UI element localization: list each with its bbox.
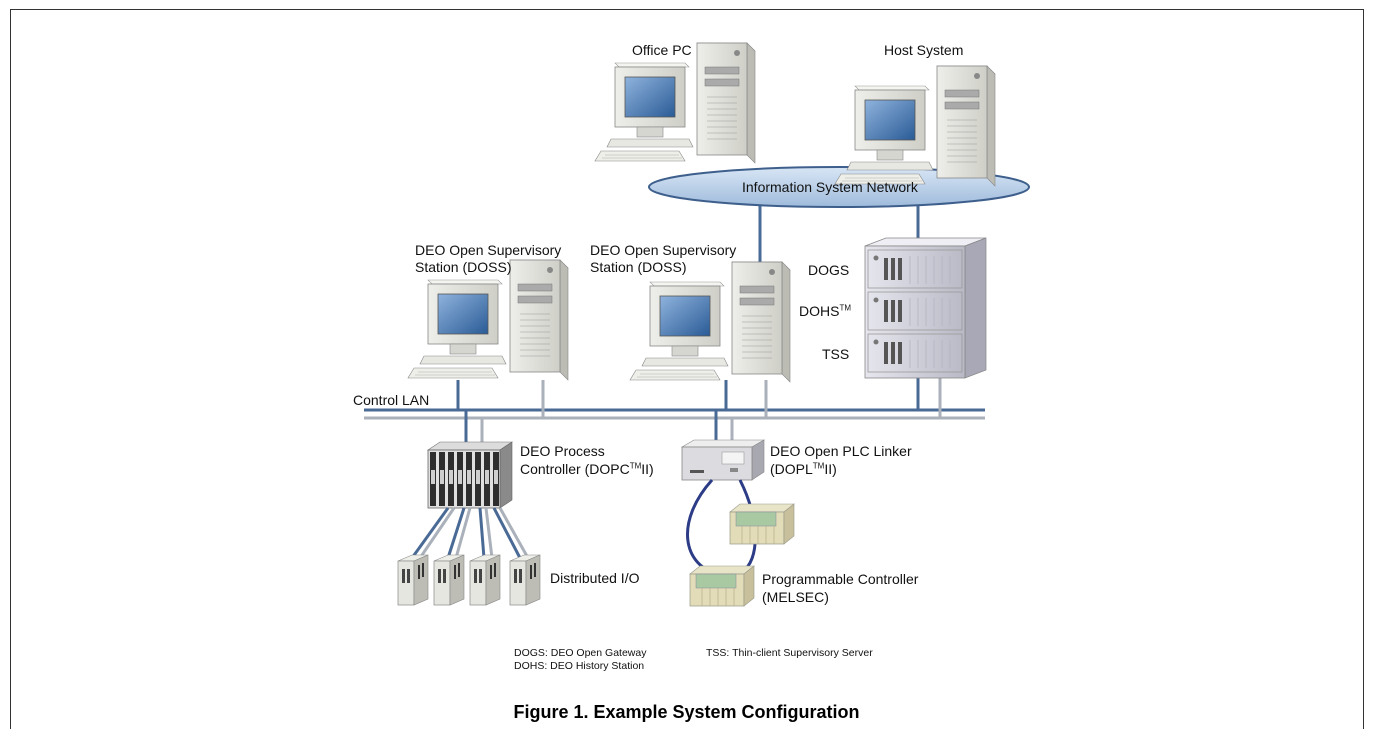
dogs-label: DOGS [808,262,850,278]
controller-rack-icon [427,441,513,509]
information-system-network [648,166,1030,208]
io-cables [410,507,530,559]
info-network-label: Information System Network [742,179,918,195]
host-system-icon [834,65,996,187]
plc-linker-icon [680,439,766,481]
office-pc-icon [594,42,756,164]
tss-label: TSS [822,346,850,362]
io-module-icon [433,554,465,606]
plc-unit-icon [689,565,755,607]
legend-dohs: DOHS: DEO History Station [514,660,645,672]
host-system-label: Host System [884,42,964,58]
io-module-icon [509,554,541,606]
figure-caption: Figure 1. Example System Configuration [513,702,860,722]
dohs-label: DOHSTM [799,303,852,319]
distributed-io-label: Distributed I/O [550,570,640,586]
control-lan-label: Control LAN [353,392,430,408]
legend-dogs: DOGS: DEO Open Gateway [514,647,647,659]
office-pc-label: Office PC [632,42,692,58]
plc-unit-icon [729,503,795,545]
doss-mid-icon [629,261,791,383]
figure-frame [10,9,1364,729]
doss-left-icon [407,259,569,381]
io-module-icon [397,554,429,606]
server-rack-icon [864,237,987,379]
io-module-icon [469,554,501,606]
legend-tss: TSS: Thin-client Supervisory Server [706,647,873,659]
control-lan-bus [364,372,985,442]
